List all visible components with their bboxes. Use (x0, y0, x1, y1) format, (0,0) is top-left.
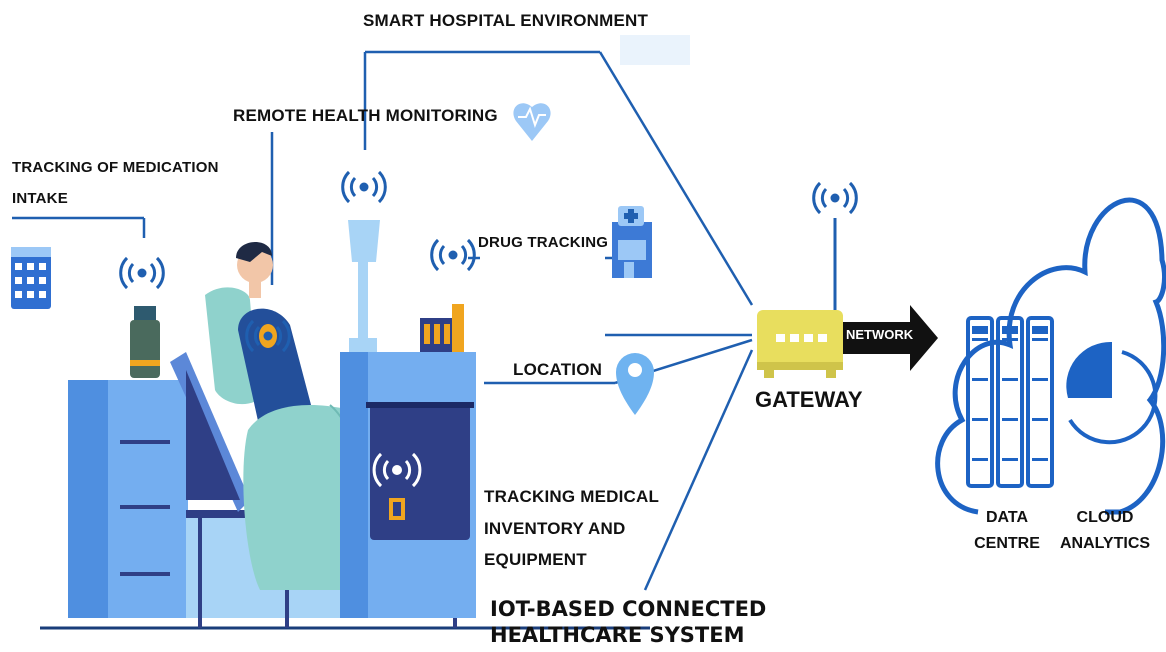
connector-lines (12, 50, 754, 591)
wifi-signal-icon (430, 238, 476, 272)
wifi-signal-icon (341, 170, 387, 204)
label-remote-monitoring: REMOTE HEALTH MONITORING (233, 106, 498, 125)
title-line2: HEALTHCARE SYSTEM (490, 622, 745, 647)
pill-box (420, 304, 464, 352)
calendar-icon (11, 247, 51, 309)
label-cloud-line1: CLOUD (1076, 509, 1134, 526)
label-network: NETWORK (846, 327, 914, 342)
label-data-centre-line1: DATA (985, 509, 1029, 526)
label-medication-line2: INTAKE (12, 190, 68, 207)
location-pin-icon (616, 353, 654, 415)
label-inventory-line3: EQUIPMENT (484, 550, 587, 569)
label-drug-tracking: DRUG TRACKING (478, 234, 609, 251)
diagram-title: IOT-BASED CONNECTED HEALTHCARE SYSTEM (490, 597, 766, 648)
label-data-centre: DATA CENTRE (972, 505, 1042, 558)
label-inventory-line1: TRACKING MEDICAL (484, 487, 660, 506)
wifi-signal-icon (119, 256, 165, 290)
server-icon (966, 316, 1054, 488)
left-nightstand (68, 380, 188, 618)
label-smart-hospital: SMART HOSPITAL ENVIRONMENT (363, 11, 649, 30)
label-gateway: GATEWAY (755, 387, 863, 412)
cloud-icon (935, 197, 1166, 515)
label-cloud-analytics: CLOUD ANALYTICS (1050, 505, 1160, 558)
label-cloud-line2: ANALYTICS (1059, 535, 1151, 553)
glow (620, 35, 690, 65)
pharmacy-icon (612, 206, 652, 278)
lamp (348, 220, 380, 352)
label-location: LOCATION (513, 360, 603, 379)
wifi-signal-icon (372, 452, 422, 488)
label-data-centre-line2: CENTRE (974, 535, 1040, 553)
label-inventory-line2: INVENTORY AND (484, 519, 626, 538)
pie-chart-icon (1066, 341, 1158, 445)
bottle-icon (130, 306, 160, 378)
patient (236, 241, 315, 430)
heart-icon (513, 103, 551, 141)
right-cabinet (340, 352, 476, 618)
arrow-icon (843, 305, 938, 371)
label-medication-line1: TRACKING OF MEDICATION (12, 159, 219, 176)
title-line1: IOT-BASED CONNECTED (490, 597, 767, 621)
router-icon (757, 181, 858, 378)
